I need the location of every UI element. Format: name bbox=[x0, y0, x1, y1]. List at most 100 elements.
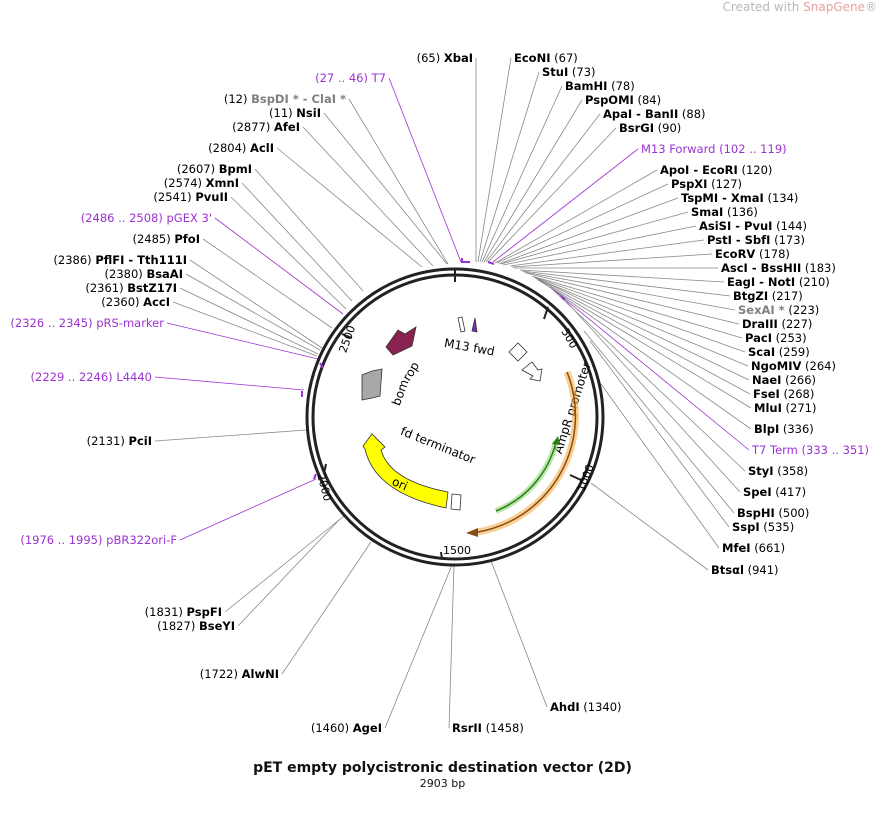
site-position: (253) bbox=[776, 331, 807, 345]
leader-lines bbox=[154, 57, 752, 729]
site-name: M13 Forward bbox=[641, 142, 715, 156]
site-name: NaeI bbox=[752, 373, 781, 387]
site-name: ScaI bbox=[748, 345, 775, 359]
feature-label: (2229 .. 2246) L4440 bbox=[31, 370, 152, 384]
site-position: (183) bbox=[805, 261, 836, 275]
leader-line bbox=[224, 515, 345, 613]
site-position: (266) bbox=[785, 373, 816, 387]
leader-line bbox=[534, 277, 749, 367]
leader-line bbox=[500, 211, 689, 265]
site-name: PciI bbox=[129, 434, 152, 448]
watermark-suffix: ® bbox=[865, 0, 877, 14]
site-position: (1460) bbox=[311, 721, 349, 735]
site-position: (73) bbox=[572, 65, 596, 79]
site-position: (78) bbox=[611, 79, 635, 93]
leader-line bbox=[481, 85, 563, 263]
enzyme-label: BspHI (500) bbox=[737, 506, 809, 520]
site-name: BtgZI bbox=[733, 289, 768, 303]
site-name: SspI bbox=[732, 520, 760, 534]
bom-feature bbox=[361, 368, 383, 401]
site-name: ApaI - BanII bbox=[603, 107, 678, 121]
site-name: BlpI bbox=[754, 422, 779, 436]
watermark-prefix: Created with bbox=[722, 0, 804, 14]
enzyme-label: PspOMI (84) bbox=[585, 93, 661, 107]
site-position: (500) bbox=[778, 506, 809, 520]
enzyme-label: (65) XbaI bbox=[417, 51, 473, 65]
leader-line bbox=[172, 301, 318, 357]
ori-small-box bbox=[450, 493, 462, 511]
site-position: (88) bbox=[682, 107, 706, 121]
enzyme-label: DraIII (227) bbox=[742, 317, 812, 331]
site-position: (1831) bbox=[145, 605, 183, 619]
leader-line bbox=[589, 340, 730, 528]
site-name: BsrGI bbox=[619, 121, 654, 135]
leader-line bbox=[485, 113, 601, 263]
site-name: L4440 bbox=[116, 370, 152, 384]
enzyme-label: (11) NsiI bbox=[269, 106, 321, 120]
site-position: (2229 .. 2246) bbox=[31, 370, 113, 384]
site-position: (210) bbox=[799, 275, 830, 289]
site-position: (217) bbox=[772, 289, 803, 303]
tick-1500 bbox=[440, 551, 443, 560]
site-position: (102 .. 119) bbox=[719, 142, 787, 156]
tick-marks bbox=[323, 306, 582, 560]
feature-label: T7 Term (333 .. 351) bbox=[751, 443, 869, 457]
leader-line bbox=[549, 286, 750, 451]
leader-line bbox=[179, 478, 317, 541]
enzyme-label: NaeI (266) bbox=[752, 373, 816, 387]
leader-line bbox=[281, 541, 372, 675]
site-position: (535) bbox=[763, 520, 794, 534]
enzyme-label: (2380) BsaAI bbox=[105, 267, 183, 281]
enzyme-label: MfeI (661) bbox=[722, 541, 785, 555]
site-name: NsiI bbox=[296, 106, 321, 120]
leader-line bbox=[550, 287, 752, 430]
site-position: (264) bbox=[805, 359, 836, 373]
enzyme-label: BsrGI (90) bbox=[619, 121, 681, 135]
enzyme-label: (1722) AlwNI bbox=[200, 667, 279, 681]
site-position: (12) bbox=[224, 92, 248, 106]
site-position: (136) bbox=[727, 205, 758, 219]
site-name: PspFI bbox=[187, 605, 222, 619]
ori-label: ori bbox=[390, 474, 410, 493]
leader-line bbox=[166, 322, 319, 360]
site-name: AsiSI - PvuI bbox=[699, 219, 772, 233]
bom-label: bom bbox=[389, 378, 411, 408]
site-name: EagI - NotI bbox=[727, 275, 795, 289]
map-title: pET empty polycistronic destination vect… bbox=[253, 760, 632, 776]
leader-line bbox=[302, 126, 434, 267]
green-arrowhead bbox=[552, 436, 560, 445]
site-name: PflFI - Tth111I bbox=[95, 253, 187, 267]
site-position: (2361) bbox=[85, 281, 123, 295]
site-position: (2877) bbox=[232, 120, 270, 134]
enzyme-label: SspI (535) bbox=[732, 520, 794, 534]
site-name: BspDI * - ClaI * bbox=[251, 92, 346, 106]
leader-line bbox=[502, 225, 697, 266]
site-position: (2360) bbox=[101, 295, 139, 309]
site-name: RsrII bbox=[452, 721, 482, 735]
site-name: AfeI bbox=[274, 120, 300, 134]
m13-fwd-white-arrow bbox=[457, 316, 466, 333]
ori-feature bbox=[362, 433, 449, 509]
site-name: PvuII bbox=[195, 190, 228, 204]
leader-line bbox=[154, 376, 305, 391]
enzyme-label: PstI - SbfI (173) bbox=[707, 233, 805, 247]
site-position: (259) bbox=[779, 345, 810, 359]
prs-marker-mark bbox=[319, 362, 324, 369]
feature-label: (2326 .. 2345) pRS-marker bbox=[10, 316, 164, 330]
enzyme-label: PacI (253) bbox=[745, 331, 807, 345]
site-name: EcoRV bbox=[715, 247, 755, 261]
site-position: (358) bbox=[777, 464, 808, 478]
enzyme-label: ScaI (259) bbox=[748, 345, 810, 359]
site-position: (223) bbox=[788, 303, 819, 317]
site-name: XbaI bbox=[444, 51, 473, 65]
site-name: PacI bbox=[745, 331, 772, 345]
site-position: (1340) bbox=[583, 700, 621, 714]
t7-term-mark bbox=[560, 295, 566, 301]
leader-line bbox=[496, 183, 669, 264]
site-name: SexAI * bbox=[738, 303, 785, 317]
leader-line bbox=[590, 482, 709, 571]
leader-line bbox=[523, 271, 736, 311]
site-name: EcoNI bbox=[514, 51, 550, 65]
